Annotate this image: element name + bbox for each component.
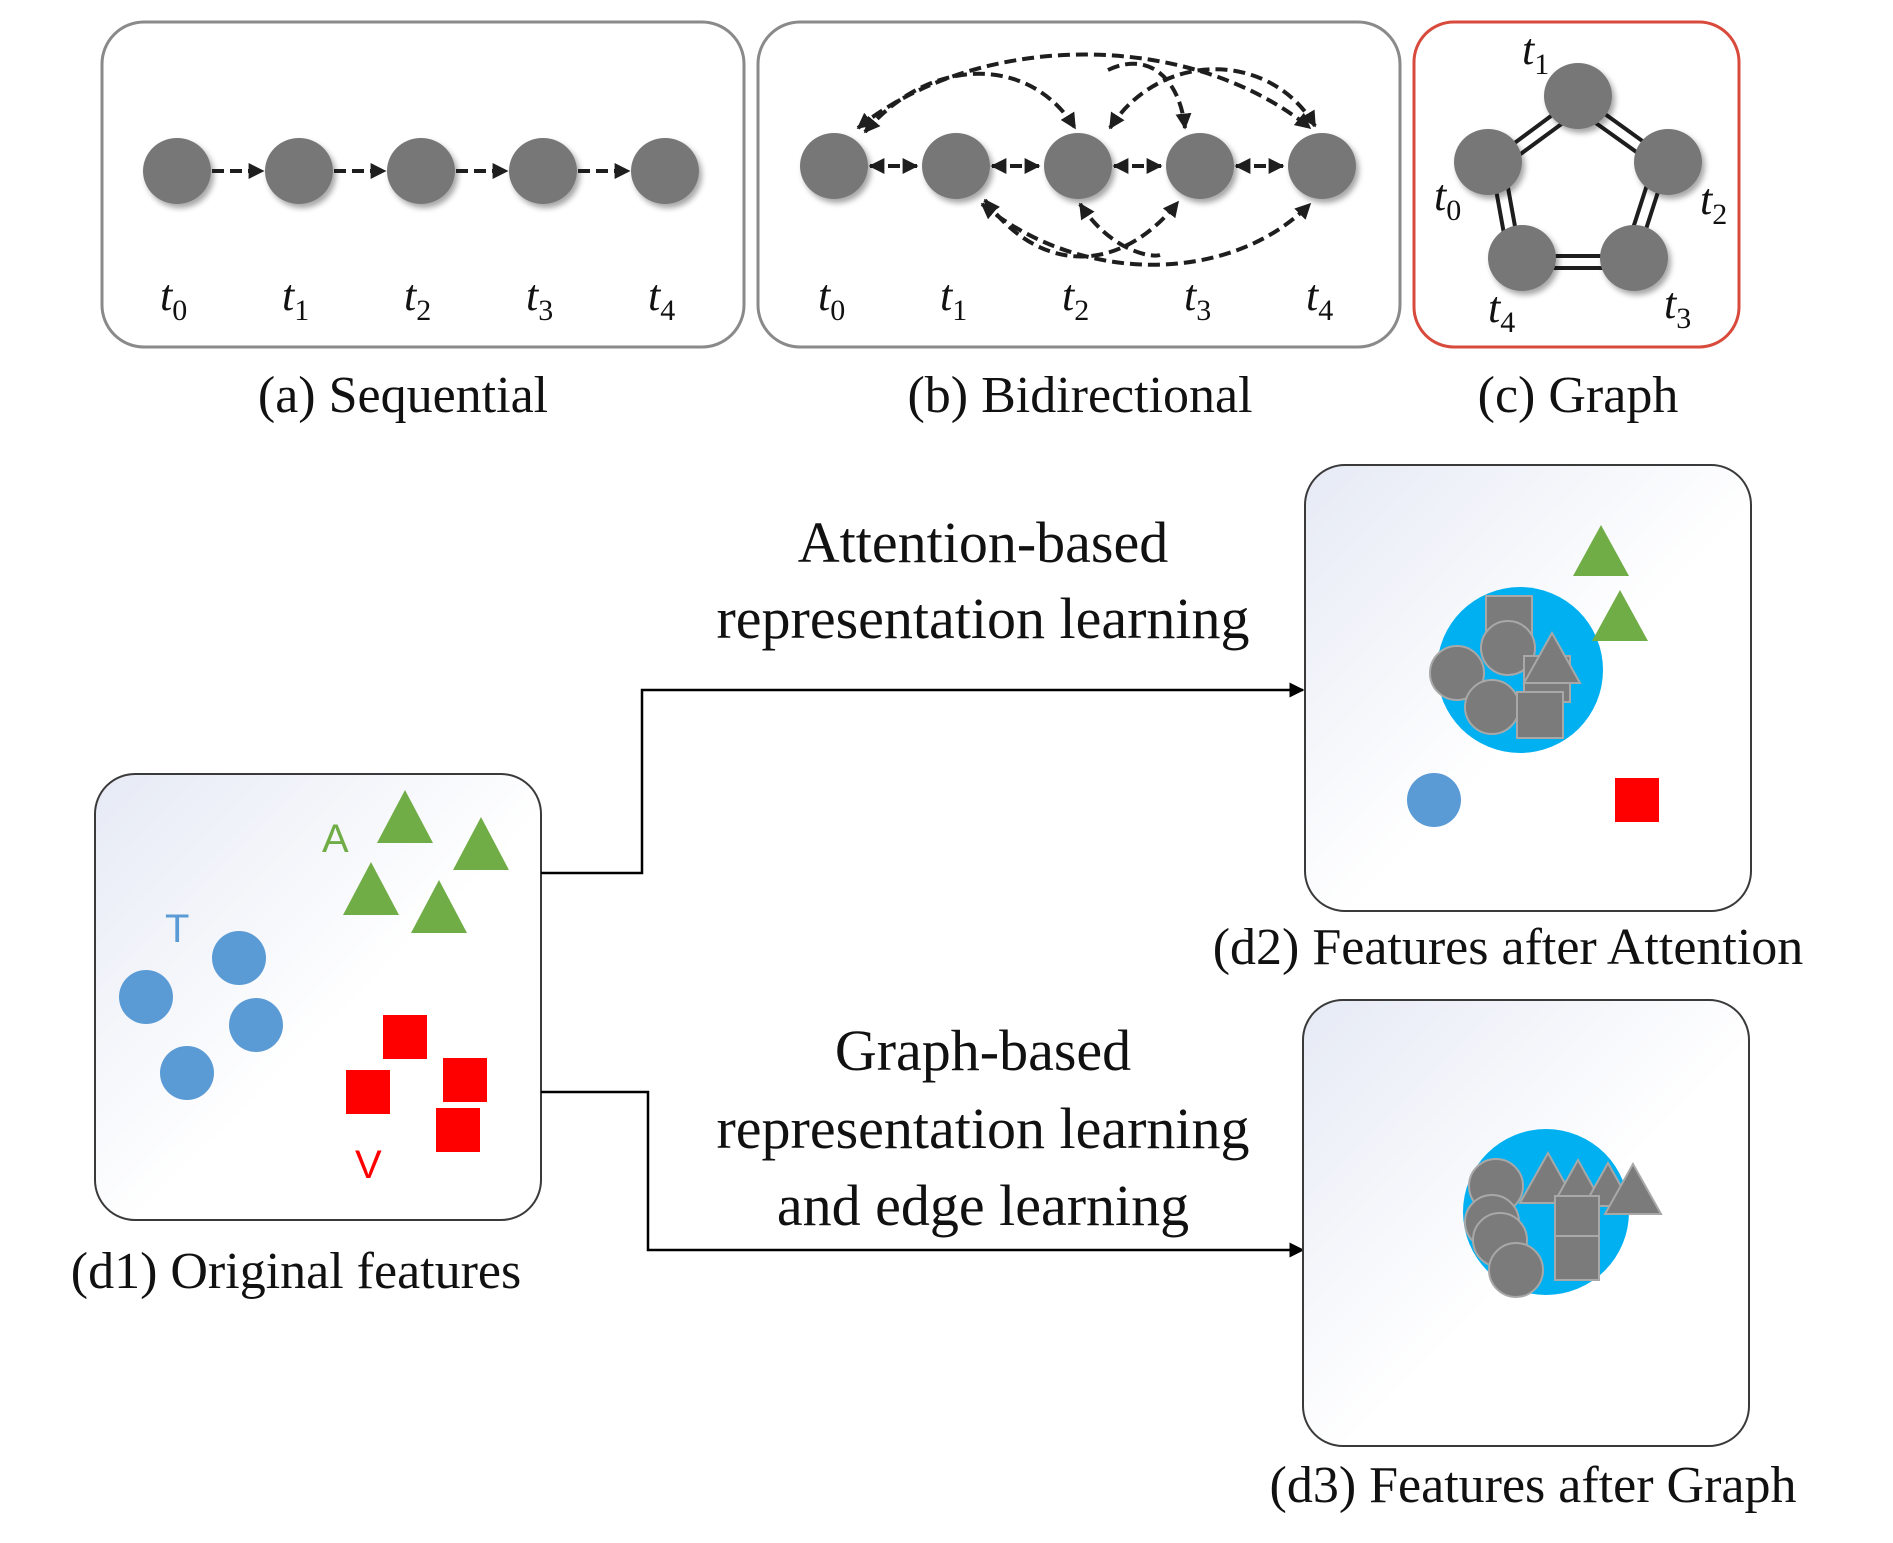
visual-feature-point [436,1108,480,1152]
fused-visual-point [1554,1235,1600,1281]
flow-label-graph-line3: and edge learning [777,1173,1189,1238]
fused-features [1429,595,1582,739]
node-t1 [1544,63,1612,129]
fused-visual-point [1554,1195,1600,1241]
node-t0 [800,133,868,199]
node-t4 [631,138,699,204]
panel-a-nodes [143,138,699,204]
node-t3 [1166,133,1234,199]
flow-label-graph: Graph-based representation learning and … [716,1018,1249,1238]
text-feature-point [160,1046,214,1100]
visual-features [346,1015,487,1152]
d1-caption: (d1) Original features [71,1243,521,1300]
panel-a-sequential: t0 t1 t2 t3 t4 (a) Sequential [100,20,746,424]
flow-arrow-attention [541,682,1305,875]
text-feature-point [212,931,266,985]
d3-caption: (d3) Features after Graph [1270,1457,1797,1514]
residual-text-point [1407,773,1461,827]
panel-d2-attention: (d2) Features after Attention [1213,464,1804,976]
panel-b-caption: (b) Bidirectional [907,367,1252,424]
visual-feature-point [383,1015,427,1059]
panel-c-graph: t1 t2 t3 t4 t0 (c) Graph [1412,20,1741,424]
fused-text-point [1464,679,1520,735]
label-text-modality: T [165,907,189,951]
panel-a-caption: (a) Sequential [258,367,548,424]
arc-lower-t2 [1078,202,1161,258]
fused-audio-point [1522,630,1582,684]
flow-label-attention-line2: representation learning [716,586,1249,651]
fused-audio-point [1603,1161,1663,1215]
flow-label-attention: Attention-based representation learning [716,510,1249,651]
residual-audio-point [1573,525,1629,576]
node-t2 [1044,133,1112,199]
panel-d3-graph: (d3) Features after Graph [1270,999,1797,1514]
audio-feature-point [343,862,399,915]
flow-label-graph-line2: representation learning [716,1096,1249,1161]
panel-d1-original: T A V (d1) Original features [71,773,542,1300]
label-t4: t4 [648,271,675,327]
panel-b-arrows [856,52,1317,267]
label-audio-modality: A [322,817,349,861]
fused-visual-point [1516,691,1564,739]
d1-frame [94,773,542,1221]
panel-b-bidirectional: t0 t1 t2 t3 t4 (b) Bidirectional [756,20,1402,424]
visual-feature-point [346,1070,390,1114]
node-t3 [1600,225,1668,291]
fused-text-point [1488,1242,1544,1298]
node-t2 [387,138,455,204]
residual-audio-point [1592,590,1648,641]
node-t0 [143,138,211,204]
arc-t1-t4 [980,202,1312,267]
label-visual-modality: V [355,1143,382,1187]
node-t1 [265,138,333,204]
panel-c-nodes [1454,63,1702,291]
flow-label-graph-line1: Graph-based [835,1018,1131,1083]
arc-upper-t3 [1107,61,1192,130]
arc-t0-t4 [856,52,1312,130]
node-t4 [1488,225,1556,291]
node-t0 [1454,129,1522,195]
audio-feature-point [411,880,467,933]
residual-visual-point [1615,778,1659,822]
flow-arrows [541,682,1305,1258]
audio-features [343,790,509,933]
flow-arrow-graph [541,1090,1305,1258]
fused-features [1464,1150,1663,1298]
flow-label-attention-line1: Attention-based [798,510,1168,575]
d2-caption: (d2) Features after Attention [1213,919,1804,976]
node-t1 [922,133,990,199]
node-t2 [1634,129,1702,195]
node-t3 [509,138,577,204]
audio-feature-point [377,790,433,843]
node-t4 [1288,133,1356,199]
fused-text-point [1429,645,1485,701]
audio-feature-point [453,817,509,870]
panel-c-caption: (c) Graph [1478,367,1679,424]
visual-feature-point [443,1058,487,1102]
panel-b-nodes [800,133,1356,199]
text-features [119,931,283,1100]
text-feature-point [229,998,283,1052]
text-feature-point [119,970,173,1024]
fused-text-point [1480,620,1536,676]
